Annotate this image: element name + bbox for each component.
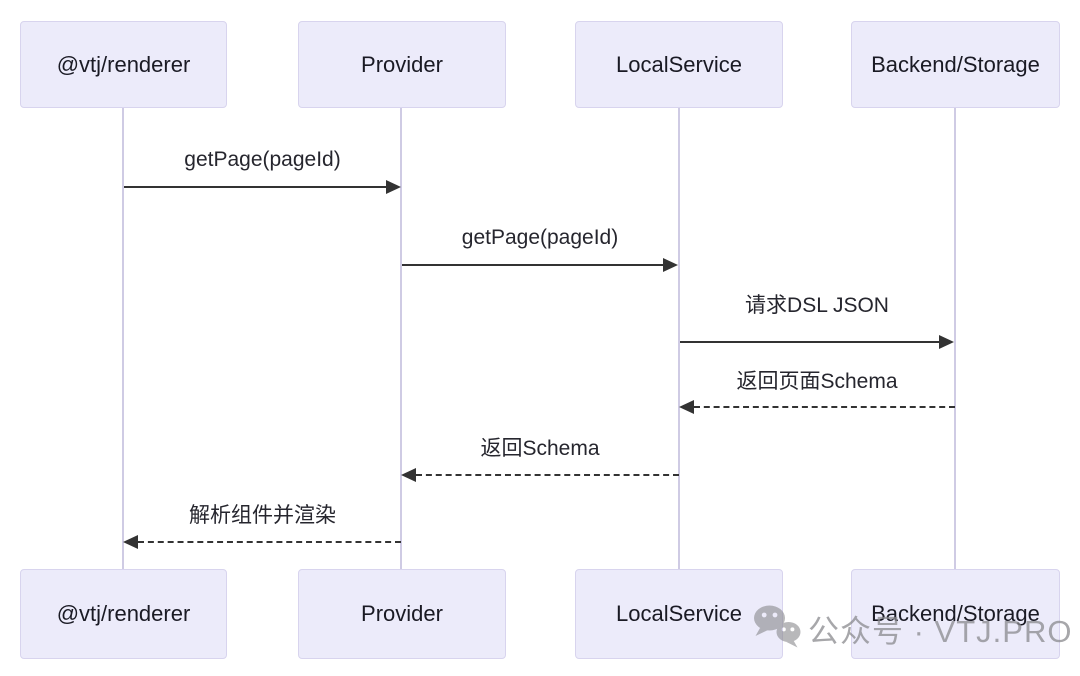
arrowhead-right-icon [663, 258, 678, 272]
message-label-return-schema: 返回Schema [480, 437, 600, 460]
lifeline-localservice [678, 108, 680, 569]
message-label-getpage-2: getPage(pageId) [461, 226, 619, 249]
arrowhead-left-icon [679, 400, 694, 414]
actor-top-vtj-renderer: @vtj/renderer [20, 21, 227, 108]
arrowhead-right-icon [939, 335, 954, 349]
lifeline-vtj-renderer [122, 108, 124, 569]
message-line-1 [124, 186, 388, 188]
lifeline-provider [400, 108, 402, 569]
message-label-parse-and-render: 解析组件并渲染 [189, 504, 336, 527]
arrowhead-right-icon [386, 180, 401, 194]
lifeline-backend-storage [954, 108, 956, 569]
message-line-5 [416, 474, 679, 476]
actor-bottom-vtj-renderer: @vtj/renderer [20, 569, 227, 659]
message-line-4 [694, 406, 955, 408]
message-label-request-dsl-json: 请求DSL JSON [745, 294, 889, 317]
wechat-icon [752, 604, 802, 653]
actor-top-backend-storage: Backend/Storage [851, 21, 1060, 108]
watermark-text: 公众号 · VTJ.PRO [808, 614, 1073, 649]
message-line-2 [402, 264, 665, 266]
actor-top-localservice: LocalService [575, 21, 783, 108]
arrowhead-left-icon [401, 468, 416, 482]
actor-top-provider: Provider [298, 21, 506, 108]
message-label-return-page-schema: 返回页面Schema [736, 370, 898, 393]
watermark: 公众号 · VTJ.PRO [752, 604, 1072, 653]
actor-bottom-provider: Provider [298, 569, 506, 659]
message-line-3 [680, 341, 941, 343]
message-line-6 [138, 541, 401, 543]
arrowhead-left-icon [123, 535, 138, 549]
actor-bottom-backend-storage: Backend/Storage [851, 569, 1060, 659]
message-label-getpage-1: getPage(pageId) [184, 148, 341, 171]
actor-bottom-localservice: LocalService [575, 569, 783, 659]
